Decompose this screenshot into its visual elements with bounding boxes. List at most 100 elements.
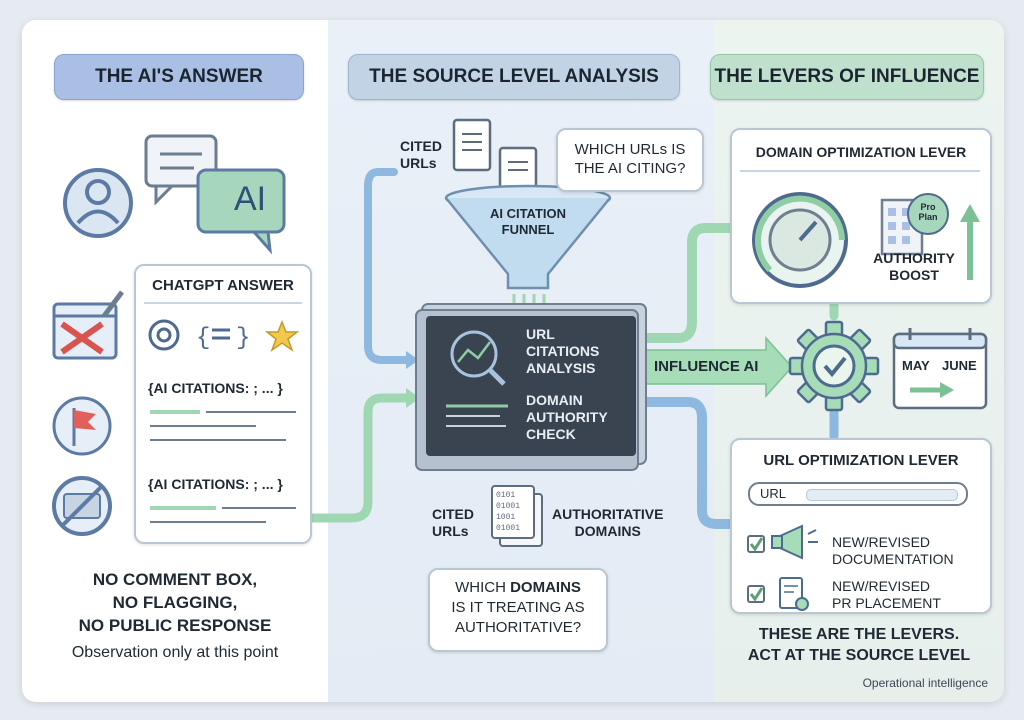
- calendar-icon: [892, 328, 988, 410]
- question-bold-word: DOMAINS: [510, 579, 581, 596]
- closing-line: ACT AT THE SOURCE LEVEL: [747, 647, 971, 664]
- svg-text:{: {: [196, 325, 210, 352]
- citation-funnel-icon: [444, 184, 612, 310]
- gear-check-icon: [788, 320, 880, 412]
- funnel-label-line: FUNNEL: [501, 222, 555, 237]
- no-comment-icon: [52, 476, 112, 536]
- document-gear-icon: [779, 577, 809, 611]
- analysis-line: URL: [526, 326, 555, 342]
- crossed-out-window-icon: [52, 290, 124, 360]
- calendar-may: MAY: [902, 358, 930, 373]
- authority-boost-label: AUTHORITY BOOST: [864, 250, 964, 284]
- question-text: WHICH URLs IS THE AI CITING?: [558, 140, 702, 178]
- item-line: DOCUMENTATION: [832, 551, 954, 567]
- binary-row: 1001: [496, 513, 516, 522]
- checkbox-checked-icon: [747, 535, 765, 553]
- url-input-label: URL: [760, 486, 787, 501]
- pro-plan-badge-icon: [907, 193, 949, 235]
- user-avatar-icon: [63, 168, 133, 238]
- analysis-line: DOMAIN: [526, 392, 583, 408]
- authority-boost-line: AUTHORITY: [873, 250, 955, 266]
- domain-lever-icons: [752, 192, 980, 288]
- url-lever-icons: [747, 524, 818, 611]
- funnel-label: AI CITATION FUNNEL: [468, 206, 588, 238]
- authoritative-domains-label: AUTHORITATIVE DOMAINS: [552, 506, 663, 540]
- closing-line: THESE ARE THE LEVERS.: [758, 626, 960, 643]
- no-response-note: NO COMMENT BOX, NO FLAGGING, NO PUBLIC R…: [22, 568, 328, 637]
- item-line: PR PLACEMENT: [832, 595, 941, 611]
- analysis-line: CHECK: [526, 426, 576, 442]
- question-text: WHICH DOMAINS IS IT TREATING AS AUTHORIT…: [430, 578, 606, 638]
- domain-lever-title: DOMAIN OPTIMIZATION LEVER: [755, 144, 967, 160]
- header-source-level-analysis: THE SOURCE LEVEL ANALYSIS: [348, 54, 680, 100]
- url-input-bar: URL: [748, 482, 968, 506]
- item-line: NEW/REVISED: [832, 534, 931, 550]
- note-line: NO COMMENT BOX,: [92, 570, 258, 589]
- binary-text: 0101 01001 1001 01001: [496, 490, 520, 534]
- answer-box-icons: {}: [148, 319, 300, 523]
- star-icon: [264, 319, 300, 352]
- question-which-urls: WHICH URLs IS THE AI CITING?: [556, 128, 704, 192]
- note-line: NO FLAGGING,: [112, 593, 238, 612]
- ai-citations-line-2: {AI CITATIONS: ; ... }: [148, 476, 283, 492]
- header-ais-answer: THE AI'S ANSWER: [54, 54, 304, 100]
- footer-caption: Operational intelligence: [862, 676, 988, 690]
- svg-text:}: }: [236, 325, 250, 352]
- cited-urls-line: URLs: [432, 523, 469, 539]
- magnifier-chart-icon: [450, 330, 506, 386]
- authority-boost-line: BOOST: [889, 267, 939, 283]
- header-levers-of-influence: THE LEVERS OF INFLUENCE: [710, 54, 984, 100]
- dial-knob-icon: [752, 192, 848, 288]
- binary-row: 0101: [496, 491, 516, 500]
- closing-statement: THESE ARE THE LEVERS. ACT AT THE SOURCE …: [714, 624, 1004, 666]
- item-documentation-label: NEW/REVISED DOCUMENTATION: [832, 534, 954, 568]
- cited-urls-top-label: CITED URLs: [400, 138, 442, 172]
- domain-optimization-lever-box: DOMAIN OPTIMIZATION LEVER: [730, 128, 992, 304]
- influence-ai-label: INFLUENCE AI: [654, 358, 759, 375]
- chatgpt-answer-box: CHATGPT ANSWER {} {AI CITATIONS: ; ... }…: [134, 264, 312, 544]
- question-line: AUTHORITATIVE?: [454, 619, 582, 636]
- question-line: WHICH DOMAINS: [430, 578, 606, 598]
- note-line: NO PUBLIC RESPONSE: [78, 616, 272, 635]
- analysis-line: AUTHORITY: [526, 409, 608, 425]
- binary-row: 01001: [496, 524, 521, 533]
- domain-authority-check-label: DOMAIN AUTHORITY CHECK: [526, 392, 608, 443]
- binary-row: 01001: [496, 502, 521, 511]
- item-line: NEW/REVISED: [832, 578, 931, 594]
- pro-plan-label: Pro Plan: [912, 202, 944, 222]
- question-which-domains: WHICH DOMAINS IS IT TREATING AS AUTHORIT…: [428, 568, 608, 652]
- ai-bubble-icon: [196, 168, 286, 255]
- calendar-june: JUNE: [942, 358, 977, 373]
- flag-icon: [52, 396, 112, 456]
- question-line: THE AI CITING?: [574, 160, 686, 177]
- url-lever-title: URL OPTIMIZATION LEVER: [763, 452, 959, 469]
- ai-citations-line-1: {AI CITATIONS: ; ... }: [148, 380, 283, 396]
- url-citations-analysis-label: URL CITATIONS ANALYSIS: [526, 326, 599, 377]
- gear-and-calendar: [788, 320, 988, 412]
- megaphone-icon: [771, 524, 818, 560]
- cited-urls-bottom-label: CITED URLs: [432, 506, 474, 540]
- binary-documents-icon: [491, 485, 543, 547]
- observation-note: Observation only at this point: [71, 644, 279, 661]
- ai-badge-text: AI: [233, 180, 267, 218]
- url-input-track: [806, 489, 958, 501]
- infographic-card: THE AI'S ANSWER THE SOURCE LEVEL ANALYSI…: [22, 20, 1004, 702]
- question-line: IS IT TREATING AS: [451, 599, 585, 616]
- cited-urls-line: CITED: [432, 506, 474, 522]
- chatgpt-answer-title: CHATGPT ANSWER: [152, 277, 294, 294]
- funnel-label-line: AI CITATION: [489, 206, 567, 221]
- flow-arrows: [303, 168, 839, 529]
- analysis-panel: [415, 303, 647, 471]
- cited-urls-line: CITED: [400, 138, 442, 154]
- question-line: WHICH URLs IS: [574, 141, 686, 158]
- url-optimization-lever-box: URL OPTIMIZATION LEVER URL: [730, 438, 992, 614]
- json-braces-icon: {}: [196, 325, 250, 352]
- cited-urls-line: URLs: [400, 155, 437, 171]
- analysis-line: CITATIONS: [526, 343, 600, 359]
- left-icons: [52, 134, 286, 536]
- middle-icons: [415, 118, 647, 547]
- checkbox-checked-icon: [747, 585, 765, 603]
- chatgpt-logo-icon: [148, 319, 180, 351]
- authoritative-line: DOMAINS: [574, 523, 641, 539]
- pro-plan-line: Pro: [920, 202, 936, 212]
